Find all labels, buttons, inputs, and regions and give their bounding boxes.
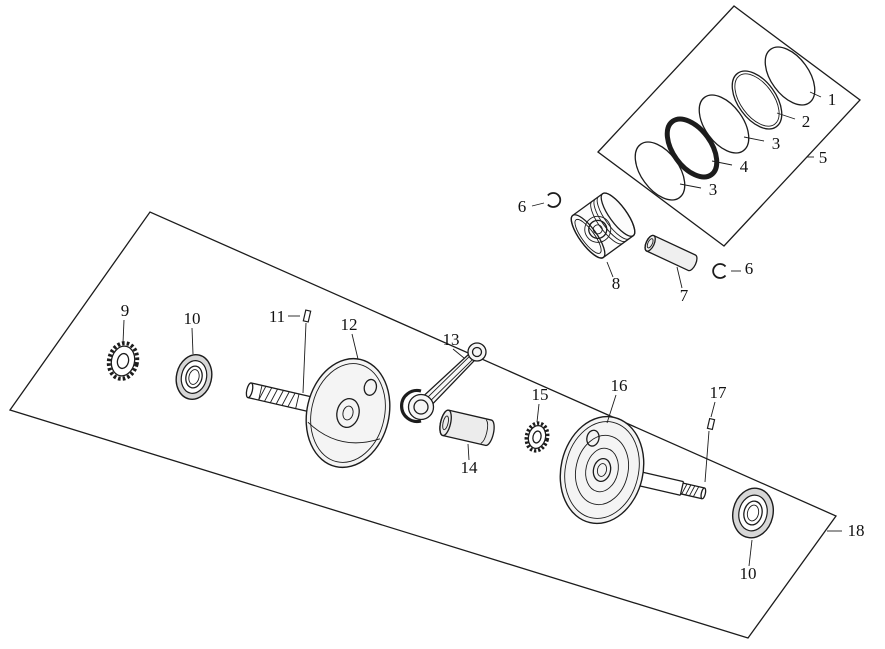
needle-bearing (524, 421, 550, 453)
callout-10a: 10 (184, 309, 201, 328)
callout-15: 15 (532, 385, 549, 404)
crank-web-left (245, 357, 391, 469)
piston-ring-top (764, 46, 816, 106)
piston-pin-circlip-right (712, 263, 727, 279)
crank-pin (439, 409, 495, 447)
timing-sprocket (106, 341, 140, 381)
piston-ring-rail-upper (698, 94, 750, 154)
callout-11: 11 (269, 307, 285, 326)
callout-5: 5 (819, 148, 828, 167)
ball-bearing-left (175, 354, 213, 400)
ball-bearing-right (732, 487, 774, 539)
callout-4: 4 (740, 157, 749, 176)
callout-10b: 10 (740, 564, 757, 583)
woodruff-key (302, 309, 312, 323)
piston-ring-spacer (664, 116, 720, 180)
callout-17: 17 (710, 383, 728, 402)
big-end-shell (400, 388, 422, 424)
piston-ring-second (731, 70, 783, 130)
callout-6b: 6 (745, 259, 754, 278)
crank-web-right (559, 415, 707, 525)
callout-9: 9 (121, 301, 130, 320)
key-install-line-right (704, 430, 710, 483)
callout-14: 14 (461, 458, 479, 477)
piston-pin (644, 234, 698, 272)
callout-6a: 6 (518, 197, 527, 216)
callout-3b: 3 (709, 180, 718, 199)
callout-12: 12 (341, 315, 358, 334)
crankshaft-group-box (8, 211, 837, 639)
shaft-key (706, 417, 716, 431)
callout-3a: 3 (772, 134, 781, 153)
connecting-rod (400, 342, 487, 424)
callout-18: 18 (848, 521, 865, 540)
callout-7: 7 (680, 286, 689, 305)
piston-pin-circlip-left (547, 192, 562, 208)
callout-2: 2 (802, 112, 811, 131)
callout-13: 13 (443, 330, 460, 349)
leader-lines (122, 91, 842, 567)
callouts: 1 2 3 4 3 5 6 6 7 8 9 10 11 12 13 14 15 … (121, 90, 865, 583)
callout-16: 16 (611, 376, 628, 395)
key-install-line (302, 322, 307, 394)
piston (570, 192, 636, 259)
callout-8: 8 (612, 274, 621, 293)
piston-rings-group-box (597, 5, 861, 247)
callout-1: 1 (828, 90, 837, 109)
piston-ring-rail-lower (634, 141, 686, 201)
